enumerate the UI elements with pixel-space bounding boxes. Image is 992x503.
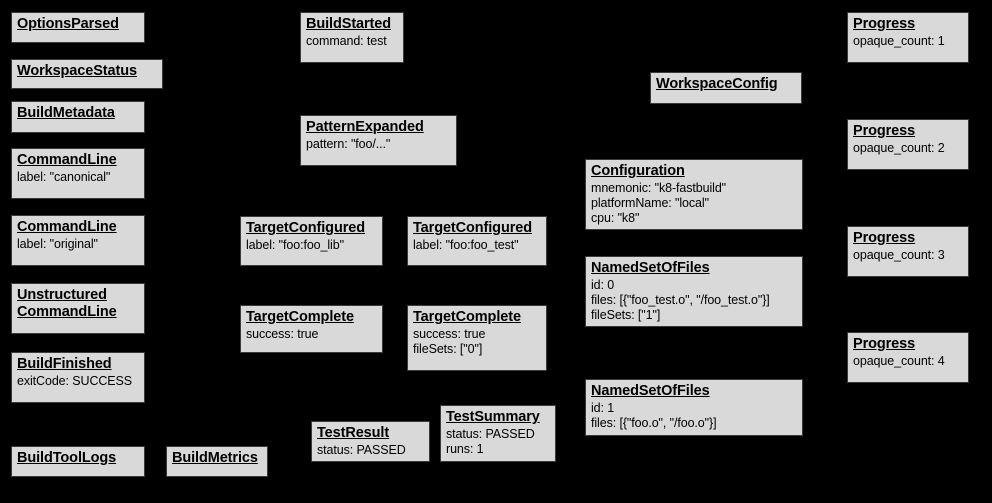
node-workspace-config[interactable]: WorkspaceConfig: [650, 72, 802, 104]
node-build-metadata[interactable]: BuildMetadata: [11, 101, 145, 133]
node-field: files: [{"foo_test.o", "/foo_test.o"}]: [591, 292, 770, 307]
node-build-started[interactable]: BuildStarted command: test: [300, 12, 404, 63]
node-configuration[interactable]: Configuration mnemonic: "k8-fastbuild"pla…: [585, 159, 803, 230]
node-title: Progress: [853, 16, 916, 32]
node-field: pattern: "foo/...": [306, 137, 391, 152]
node-progress-2[interactable]: Progress opaque_count: 2: [847, 119, 969, 170]
node-title: NamedSetOfFiles: [591, 260, 710, 276]
node-field: exitCode: SUCCESS: [17, 374, 133, 389]
node-build-finished[interactable]: BuildFinished exitCode: SUCCESS: [11, 352, 145, 403]
node-title: BuildMetadata: [17, 105, 115, 121]
node-field: opaque_count: 2: [853, 141, 945, 156]
node-field: platformName: "local": [591, 195, 709, 210]
node-title: CommandLine: [17, 219, 117, 235]
node-field: id: 0: [591, 278, 615, 293]
node-fields: exitCode: SUCCESS: [17, 374, 139, 389]
node-fields: success: true: [246, 327, 377, 342]
node-field: fileSets: ["0"]: [413, 341, 483, 356]
node-field: opaque_count: 3: [853, 248, 945, 263]
node-fields: mnemonic: "k8-fastbuild"platformName: "l…: [591, 181, 797, 225]
node-fields: status: PASSED: [317, 443, 424, 458]
node-field: files: [{"foo.o", "/foo.o"}]: [591, 415, 717, 430]
node-command-line-canonical[interactable]: CommandLine label: "canonical": [11, 148, 145, 199]
node-title: BuildMetrics: [172, 450, 258, 466]
node-target-complete-lib[interactable]: TargetComplete success: true: [240, 305, 383, 353]
node-field: id: 1: [591, 401, 615, 416]
node-field: success: true: [413, 327, 486, 342]
node-title: Progress: [853, 123, 916, 139]
node-field: label: "foo:foo_test": [413, 238, 519, 253]
node-field: success: true: [246, 327, 319, 342]
node-title: TestResult: [317, 425, 390, 441]
node-fields: opaque_count: 3: [853, 248, 963, 263]
node-field: cpu: "k8": [591, 210, 640, 225]
node-title: BuildFinished: [17, 356, 112, 372]
node-title: OptionsParsed: [17, 16, 119, 32]
node-title: BuildToolLogs: [17, 450, 117, 466]
node-title: WorkspaceConfig: [656, 76, 778, 92]
node-fields: label: "foo:foo_test": [413, 238, 541, 253]
node-fields: label: "canonical": [17, 170, 139, 185]
node-title: WorkspaceStatus: [17, 63, 137, 79]
node-fields: command: test: [306, 34, 398, 49]
node-fields: label: "original": [17, 237, 139, 252]
node-title: TargetComplete: [413, 309, 521, 325]
node-title: BuildStarted: [306, 16, 392, 32]
node-title: Progress: [853, 230, 916, 246]
node-field: label: "original": [17, 237, 98, 252]
node-target-configured-foo-test[interactable]: TargetConfigured label: "foo:foo_test": [407, 216, 547, 266]
node-field: label: "canonical": [17, 170, 111, 185]
node-progress-3[interactable]: Progress opaque_count: 3: [847, 226, 969, 277]
node-build-tool-logs[interactable]: BuildToolLogs: [11, 446, 145, 477]
node-progress-4[interactable]: Progress opaque_count: 4: [847, 332, 969, 383]
node-field: mnemonic: "k8-fastbuild": [591, 181, 727, 196]
node-title: Progress: [853, 336, 916, 352]
node-target-configured-foo-lib[interactable]: TargetConfigured label: "foo:foo_lib": [240, 216, 383, 266]
node-fields: opaque_count: 2: [853, 141, 963, 156]
node-title: Configuration: [591, 163, 685, 179]
node-field: status: PASSED: [446, 427, 535, 442]
node-title: PatternExpanded: [306, 119, 424, 135]
node-fields: opaque_count: 1: [853, 34, 963, 49]
node-title: NamedSetOfFiles: [591, 383, 710, 399]
node-title: Unstructured: [17, 287, 107, 303]
node-options-parsed[interactable]: OptionsParsed: [11, 12, 145, 43]
node-title: TargetConfigured: [413, 220, 532, 236]
node-field: opaque_count: 1: [853, 34, 945, 49]
node-title: TargetComplete: [246, 309, 354, 325]
node-fields: opaque_count: 4: [853, 354, 963, 369]
node-title: CommandLine: [17, 152, 117, 168]
node-title: TestSummary: [446, 409, 540, 425]
node-title: CommandLine: [17, 304, 117, 321]
node-field: status: PASSED: [317, 443, 406, 458]
node-fields: pattern: "foo/...": [306, 137, 451, 152]
node-workspace-status[interactable]: WorkspaceStatus: [11, 59, 163, 89]
node-pattern-expanded[interactable]: PatternExpanded pattern: "foo/...": [300, 115, 457, 166]
node-field: label: "foo:foo_lib": [246, 238, 344, 253]
node-field: fileSets: ["1"]: [591, 307, 661, 322]
node-build-metrics[interactable]: BuildMetrics: [166, 446, 268, 477]
node-title: TargetConfigured: [246, 220, 365, 236]
node-test-result[interactable]: TestResult status: PASSED: [311, 421, 430, 462]
node-field: command: test: [306, 34, 387, 49]
node-progress-1[interactable]: Progress opaque_count: 1: [847, 12, 969, 63]
node-command-line-original[interactable]: CommandLine label: "original": [11, 215, 145, 266]
node-field: opaque_count: 4: [853, 354, 945, 369]
node-fields: label: "foo:foo_lib": [246, 238, 377, 253]
node-field: runs: 1: [446, 441, 484, 456]
